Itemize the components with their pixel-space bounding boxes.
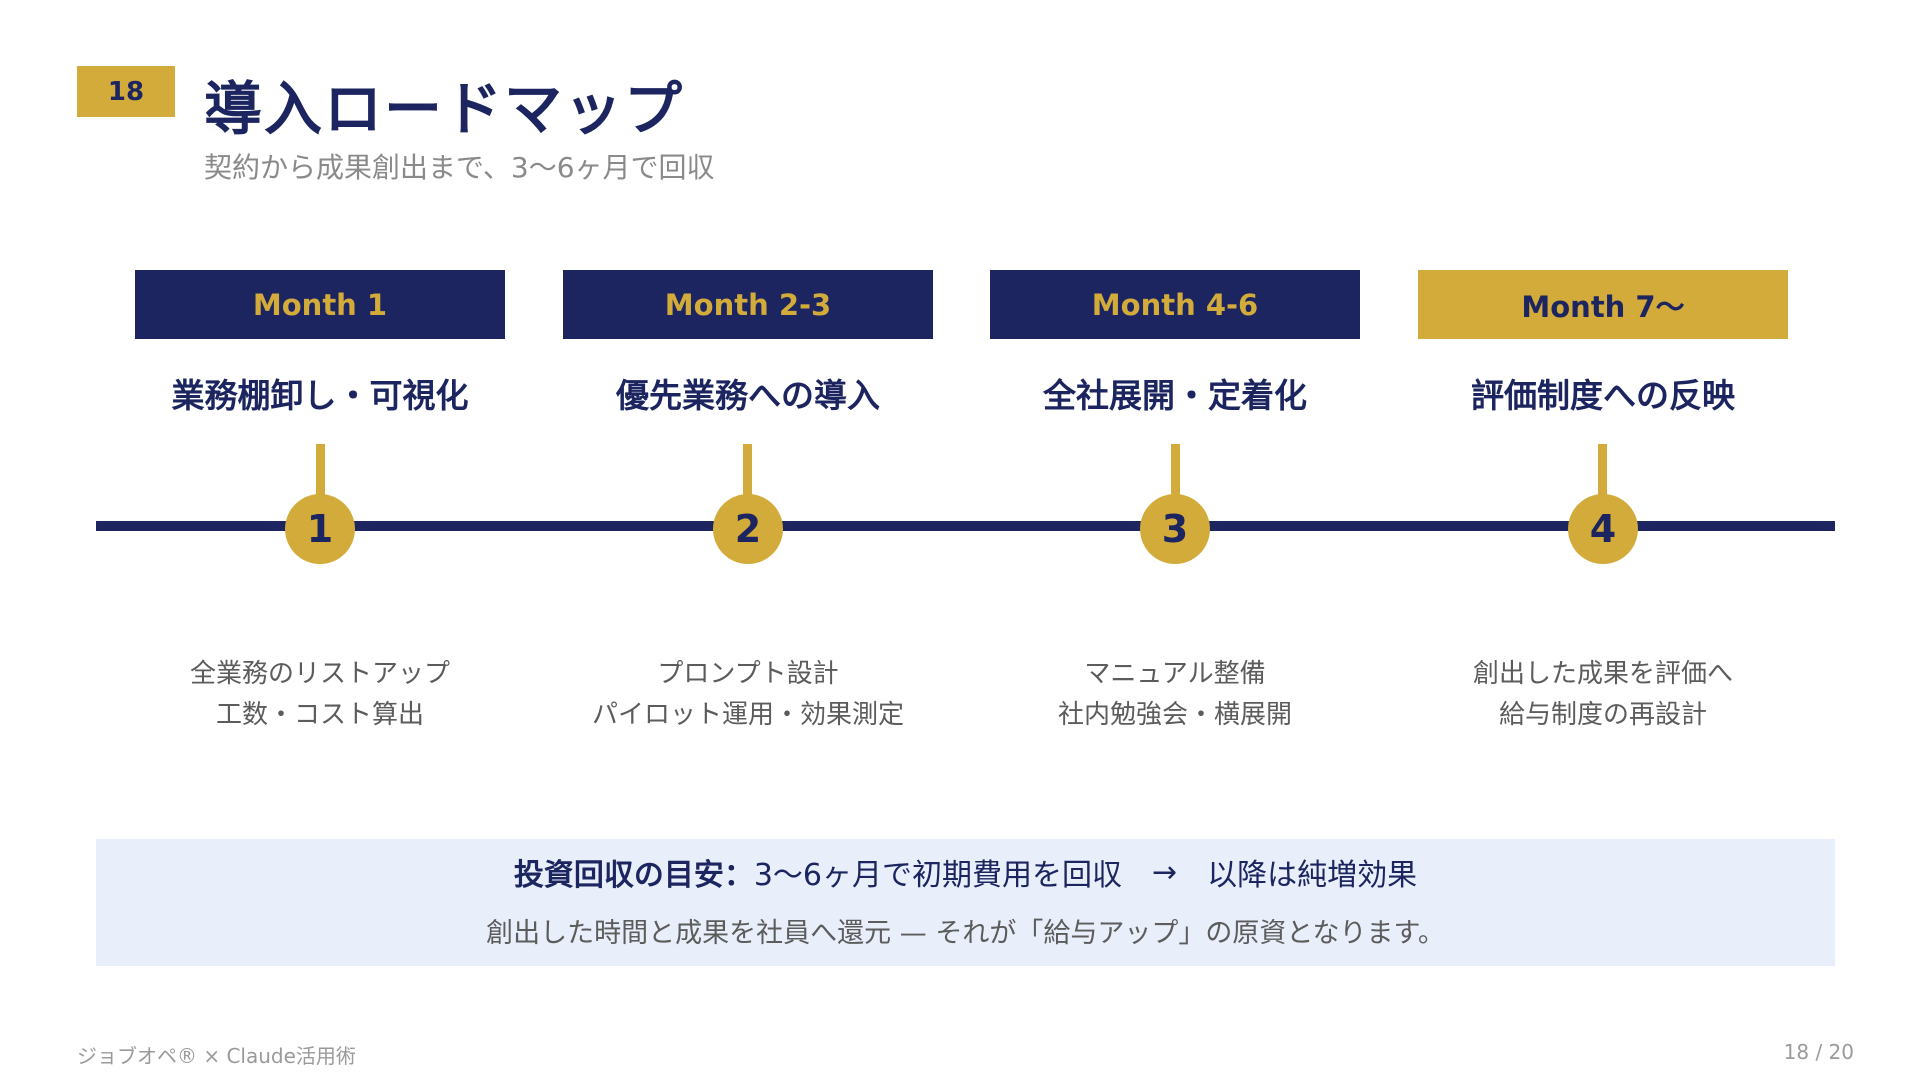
timeline-connector — [743, 444, 752, 502]
timeline-line — [96, 521, 1835, 531]
page-title: 導入ロードマップ — [204, 75, 685, 143]
roi-label: 投資回収の目安： — [513, 858, 754, 893]
phase-description: マニュアル整備 社内勉強会・横展開 — [965, 654, 1385, 736]
timeline-connector — [1171, 444, 1180, 502]
phase-label: Month 1 — [135, 270, 505, 339]
step-marker: 1 — [285, 494, 355, 564]
phase-3: Month 4-6 全社展開・定着化 — [990, 270, 1360, 417]
description-line: 社内勉強会・横展開 — [1057, 700, 1292, 730]
slide-number-badge: 18 — [77, 66, 175, 117]
timeline-connector — [316, 444, 325, 502]
description-line: 給与制度の再設計 — [1498, 700, 1707, 730]
description-line: 全業務のリストアップ — [189, 659, 450, 689]
roi-result: 以降は純増効果 — [1207, 858, 1418, 893]
description-line: 創出した成果を評価へ — [1472, 659, 1733, 689]
phase-4: Month 7〜 評価制度への反映 — [1418, 270, 1788, 417]
description-line: マニュアル整備 — [1084, 659, 1266, 689]
roi-note: 創出した時間と成果を社員へ還元 — それが「給与アップ」の原資となります。 — [486, 917, 1445, 949]
phase-description: 創出した成果を評価へ 給与制度の再設計 — [1393, 654, 1813, 736]
phase-description: 全業務のリストアップ 工数・コスト算出 — [110, 654, 530, 736]
description-line: プロンプト設計 — [657, 659, 839, 689]
page-subtitle: 契約から成果創出まで、3〜6ヶ月で回収 — [204, 151, 715, 184]
step-marker: 2 — [713, 494, 783, 564]
roi-summary-box: 投資回収の目安： 3〜6ヶ月で初期費用を回収 → 以降は純増効果 創出した時間と… — [96, 839, 1835, 966]
phase-title: 業務棚卸し・可視化 — [171, 376, 469, 415]
phase-label: Month 2-3 — [563, 270, 933, 339]
phase-label: Month 4-6 — [990, 270, 1360, 339]
phase-title: 評価制度への反映 — [1471, 376, 1735, 415]
phase-1: Month 1 業務棚卸し・可視化 — [135, 270, 505, 417]
phase-2: Month 2-3 優先業務への導入 — [563, 270, 933, 417]
roi-headline: 投資回収の目安： 3〜6ヶ月で初期費用を回収 → 以降は純増効果 — [96, 839, 1835, 905]
footer-page-number: 18 / 20 — [1783, 1040, 1854, 1064]
arrow-right-icon: → — [1152, 854, 1178, 890]
description-line: 工数・コスト算出 — [215, 700, 424, 730]
phase-label: Month 7〜 — [1418, 270, 1788, 339]
footer-brand: ジョブオペ® × Claude活用術 — [77, 1044, 356, 1068]
phase-title: 優先業務への導入 — [616, 376, 880, 415]
step-marker: 4 — [1568, 494, 1638, 564]
phase-description: プロンプト設計 パイロット運用・効果測定 — [538, 654, 958, 736]
step-marker: 3 — [1140, 494, 1210, 564]
timeline-connector — [1598, 444, 1607, 502]
description-line: パイロット運用・効果測定 — [591, 700, 904, 730]
phase-title: 全社展開・定着化 — [1043, 376, 1307, 415]
roi-text: 3〜6ヶ月で初期費用を回収 — [753, 858, 1123, 893]
